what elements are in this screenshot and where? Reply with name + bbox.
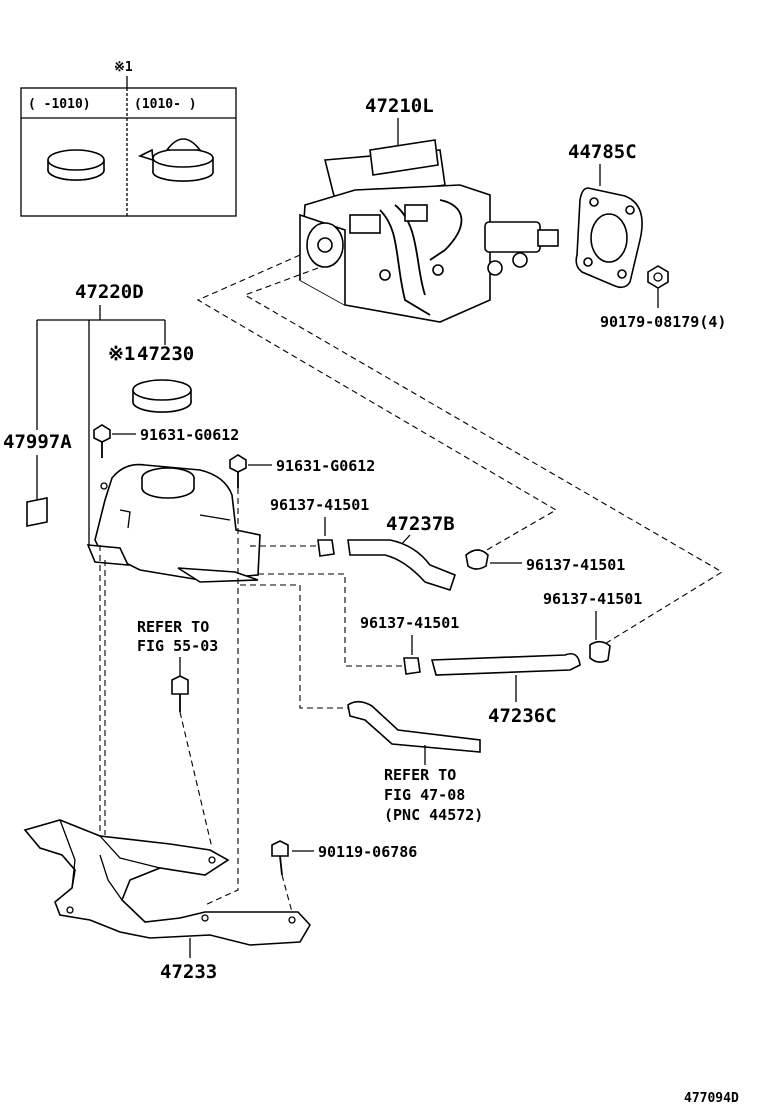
label-96137-41501-b: 96137-41501	[526, 556, 625, 574]
bolt-upper-right: 91631-G0612	[229, 454, 375, 488]
label-47233: 47233	[160, 961, 217, 983]
refer-stud: REFER TO FIG 55-03	[137, 618, 218, 849]
label-47230-note: ※1	[108, 343, 135, 365]
dash-reservoir-to-hose-refer	[240, 584, 348, 709]
label-47997A: 47997A	[3, 431, 72, 453]
label-44785C: 44785C	[568, 141, 637, 163]
dash-reservoir-to-bracket-right	[204, 488, 239, 906]
label-47220D: 47220D	[75, 281, 144, 303]
label-plate: 47997A	[3, 431, 72, 527]
clip-right-upper: 96137-41501	[465, 549, 625, 574]
clip-upper: 96137-41501	[270, 496, 369, 557]
bolt-lower: 90119-06786	[271, 840, 417, 913]
label-47236C: 47236C	[488, 705, 557, 727]
booster-master-cylinder: 47210L	[299, 95, 559, 323]
dash-booster-to-clip-upper	[196, 254, 558, 556]
label-90119-06786: 90119-06786	[318, 843, 417, 861]
label-91631-G0612-a: 91631-G0612	[140, 426, 239, 444]
reservoir-callout: 47220D	[36, 281, 166, 545]
label-90179-08179: 90179-08179(4)	[600, 313, 726, 331]
hose-lower: 47236C	[430, 652, 581, 727]
label-91631-G0612-b: 91631-G0612	[276, 457, 375, 475]
label-96137-41501-a: 96137-41501	[270, 496, 369, 514]
dash-reservoir-to-clip-middle	[258, 573, 402, 667]
variant-table-col1-header: ( -1010)	[28, 97, 91, 112]
label-47230: 47230	[137, 343, 194, 365]
reservoir-tank	[86, 463, 261, 583]
label-47210L: 47210L	[365, 95, 434, 117]
bolt-upper-left: 91631-G0612	[93, 424, 239, 458]
clip-right-lower: 96137-41501	[543, 590, 642, 663]
gasket: 44785C	[568, 141, 643, 289]
bracket: 47233	[23, 819, 311, 983]
variant-table-col2-header: (1010- )	[134, 97, 197, 112]
refer-fig-55-line1: REFER TO	[137, 618, 209, 636]
label-96137-41501-c: 96137-41501	[543, 590, 642, 608]
refer-fig-47-line2: FIG 47-08	[384, 786, 465, 804]
refer-fig-55-line2: FIG 55-03	[137, 637, 218, 655]
old-cap-illustration	[47, 149, 105, 181]
refer-fig-47-line3: (PNC 44572)	[384, 806, 483, 824]
dash-booster-to-clip-lower	[243, 267, 724, 646]
refer-hose: REFER TO FIG 47-08 (PNC 44572)	[347, 700, 483, 824]
illustration-id: 477094D	[684, 1091, 739, 1106]
refer-fig-47-line1: REFER TO	[384, 766, 456, 784]
variant-table-note-symbol: ※1	[114, 60, 133, 75]
nut: 90179-08179(4)	[600, 265, 726, 331]
label-96137-41501-d: 96137-41501	[360, 614, 459, 632]
label-47237B: 47237B	[386, 513, 455, 535]
reservoir-cap: ※1 47230	[108, 343, 194, 413]
variant-table: ※1 ( -1010) (1010- )	[20, 60, 237, 217]
new-cap-illustration	[137, 138, 214, 182]
hose-upper: 47237B	[347, 513, 456, 592]
clip-middle: 96137-41501	[360, 614, 459, 675]
